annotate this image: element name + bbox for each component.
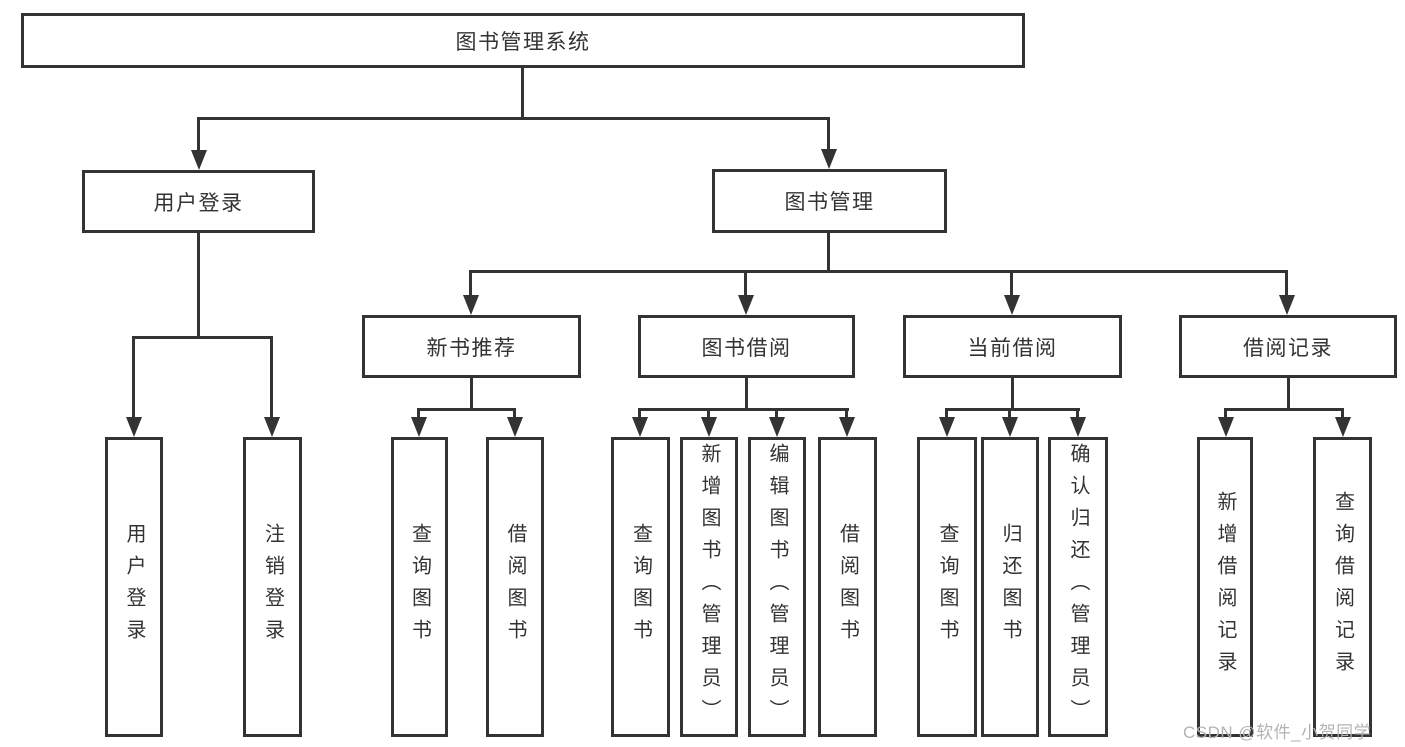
connector-line <box>745 378 748 408</box>
connector-arrow <box>839 417 855 437</box>
connector-arrow <box>1002 417 1018 437</box>
connector-line <box>197 117 200 150</box>
connector-arrow <box>738 295 754 315</box>
connector-arrow <box>191 150 207 170</box>
connector-line <box>132 336 135 417</box>
node-borrowing-records: 借阅记录 <box>1179 315 1397 378</box>
connector-arrow <box>1279 295 1295 315</box>
connector-arrow <box>264 417 280 437</box>
connector-line <box>945 408 948 417</box>
connector-arrow <box>1070 417 1086 437</box>
node-book-borrowing: 图书借阅 <box>638 315 855 378</box>
connector-line <box>417 408 516 411</box>
node-borrow-add-books-admin: 新增图书（管理员） <box>680 437 738 737</box>
node-current-return-books: 归还图书 <box>981 437 1039 737</box>
connector-line <box>638 408 849 411</box>
node-recommend-query-books: 查询图书 <box>391 437 448 737</box>
node-library-management-system: 图书管理系统 <box>21 13 1025 68</box>
connector-line <box>1011 378 1014 408</box>
connector-line <box>417 408 420 417</box>
connector-arrow <box>126 417 142 437</box>
node-user-login: 用户登录 <box>82 170 315 233</box>
node-recommend-borrow-books: 借阅图书 <box>486 437 544 737</box>
connector-line <box>1224 408 1227 417</box>
connector-line <box>1008 408 1011 417</box>
connector-line <box>1076 408 1079 417</box>
connector-arrow <box>769 417 785 437</box>
connector-arrow <box>821 149 837 169</box>
csdn-watermark: CSDN @软件_小贺同学 <box>1183 723 1372 742</box>
connector-arrow <box>463 295 479 315</box>
node-borrow-borrow-books: 借阅图书 <box>818 437 877 737</box>
connector-line <box>469 270 472 295</box>
connector-line <box>1285 270 1288 295</box>
connector-arrow <box>632 417 648 437</box>
connector-arrow <box>1004 295 1020 315</box>
node-records-query-record: 查询借阅记录 <box>1313 437 1372 737</box>
connector-line <box>827 117 830 149</box>
connector-line <box>1341 408 1344 417</box>
connector-line <box>775 408 778 417</box>
connector-line <box>197 117 830 120</box>
node-leaf-logout: 注销登录 <box>243 437 302 737</box>
connector-line <box>470 378 473 408</box>
node-current-query-books: 查询图书 <box>917 437 977 737</box>
node-current-confirm-return-admin: 确认归还（管理员） <box>1048 437 1108 737</box>
connector-line <box>1287 378 1290 408</box>
connector-line <box>270 336 273 417</box>
connector-line <box>513 408 516 417</box>
connector-line <box>1224 408 1344 411</box>
connector-arrow <box>701 417 717 437</box>
connector-line <box>469 270 1288 273</box>
node-records-add-record: 新增借阅记录 <box>1197 437 1253 737</box>
connector-line <box>521 68 524 117</box>
node-borrow-edit-books-admin: 编辑图书（管理员） <box>748 437 806 737</box>
connector-arrow <box>939 417 955 437</box>
connector-arrow <box>1218 417 1234 437</box>
node-new-book-recommendation: 新书推荐 <box>362 315 581 378</box>
connector-line <box>638 408 641 417</box>
node-book-management: 图书管理 <box>712 169 947 233</box>
connector-line <box>197 233 200 336</box>
connector-line <box>707 408 710 417</box>
node-leaf-user-login: 用户登录 <box>105 437 163 737</box>
node-current-borrowing: 当前借阅 <box>903 315 1122 378</box>
connector-line <box>827 233 830 273</box>
connector-line <box>845 408 848 417</box>
connector-line <box>132 336 273 339</box>
connector-arrow <box>1335 417 1351 437</box>
connector-line <box>1010 270 1013 295</box>
connector-line <box>744 270 747 295</box>
connector-arrow <box>507 417 523 437</box>
connector-arrow <box>411 417 427 437</box>
connector-line <box>945 408 1080 411</box>
node-borrow-query-books: 查询图书 <box>611 437 670 737</box>
